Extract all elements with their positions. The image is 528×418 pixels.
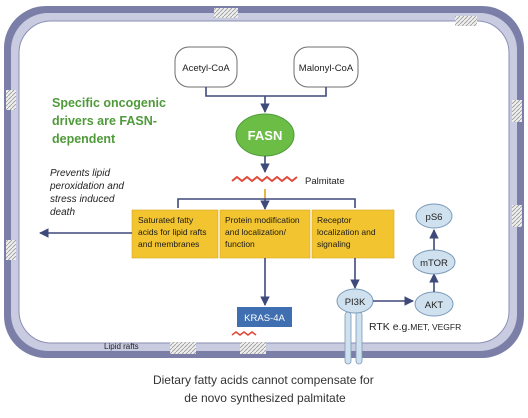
box-protein-modification: [219, 209, 311, 259]
headline: Specific oncogenic drivers are FASN- dep…: [52, 96, 169, 146]
box-2-text: Protein modification and localization/ f…: [225, 215, 302, 249]
lipid-raft-patch: [512, 100, 522, 122]
box-1-line-1: Saturated fatty: [138, 215, 194, 225]
malonyl-coa-label: Malonyl-CoA: [299, 63, 354, 74]
lipid-raft-patch: [240, 342, 266, 354]
side-note-line-3: stress induced: [50, 194, 115, 205]
box-receptor-localization: [311, 209, 395, 259]
kras-palmitate-anchor: [231, 331, 257, 336]
headline-line-2: drivers are FASN-: [52, 114, 157, 128]
side-note: Prevents lipid peroxidation and stress i…: [49, 168, 127, 218]
pi3k-label: PI3K: [345, 297, 366, 308]
caption-line-1: Dietary fatty acids cannot compensate fo…: [153, 373, 374, 387]
substrate-connector: [205, 87, 327, 97]
kras-4a-node: [237, 307, 292, 327]
mtor-label: mTOR: [420, 258, 448, 269]
distribution-bracket: [177, 198, 356, 208]
rtk-receptor-left: [344, 311, 352, 365]
rtk-label-main: RTK e.g.: [369, 321, 410, 333]
side-note-line-1: Prevents lipid: [50, 168, 110, 179]
rtk-receptor-right: [355, 311, 363, 365]
palmitate-chain: [231, 175, 298, 183]
box-3-line-1: Receptor: [317, 215, 352, 225]
palmitate-label: Palmitate: [305, 176, 345, 187]
box-2-line-1: Protein modification: [225, 215, 300, 225]
box-2-line-3: function: [225, 239, 255, 249]
box-3-line-2: localization and: [317, 227, 376, 237]
akt-label: AKT: [425, 300, 444, 311]
caption-line-2: de novo synthesized palmitate: [184, 391, 346, 405]
kras-4a-label: KRAS-4A: [244, 313, 285, 324]
lipid-raft-patch: [6, 240, 16, 260]
headline-line-1: Specific oncogenic: [52, 96, 166, 110]
side-note-line-2: peroxidation and: [49, 181, 124, 192]
lipid-raft-patch: [170, 342, 196, 354]
lipid-rafts-label: Lipid rafts: [104, 342, 139, 351]
side-note-line-4: death: [50, 207, 75, 218]
lipid-raft-patch: [455, 16, 477, 26]
lipid-raft-patch: [6, 90, 16, 110]
headline-line-3: dependent: [52, 132, 116, 146]
box-2-line-2: and localization/: [225, 227, 287, 237]
box-3-line-3: signaling: [317, 239, 351, 249]
box-1-text: Saturated fatty acids for lipid rafts an…: [138, 215, 209, 249]
ps6-label: pS6: [426, 212, 443, 223]
rtk-label: RTK e.g.MET, VEGFR: [369, 321, 461, 333]
caption: Dietary fatty acids cannot compensate fo…: [153, 373, 377, 405]
box-1-line-2: acids for lipid rafts: [138, 227, 207, 237]
fasn-label: FASN: [248, 128, 283, 143]
ps6-node: [415, 203, 453, 229]
rtk-label-examples: MET, VEGFR: [410, 322, 461, 332]
box-1-line-3: and membranes: [138, 239, 199, 249]
lipid-raft-patch: [214, 8, 238, 18]
box-3-text: Receptor localization and signaling: [317, 215, 378, 249]
box-saturated-fatty-acids: [131, 209, 219, 259]
lipid-raft-patch: [512, 205, 522, 227]
acetyl-coa-label: Acetyl-CoA: [182, 63, 230, 74]
